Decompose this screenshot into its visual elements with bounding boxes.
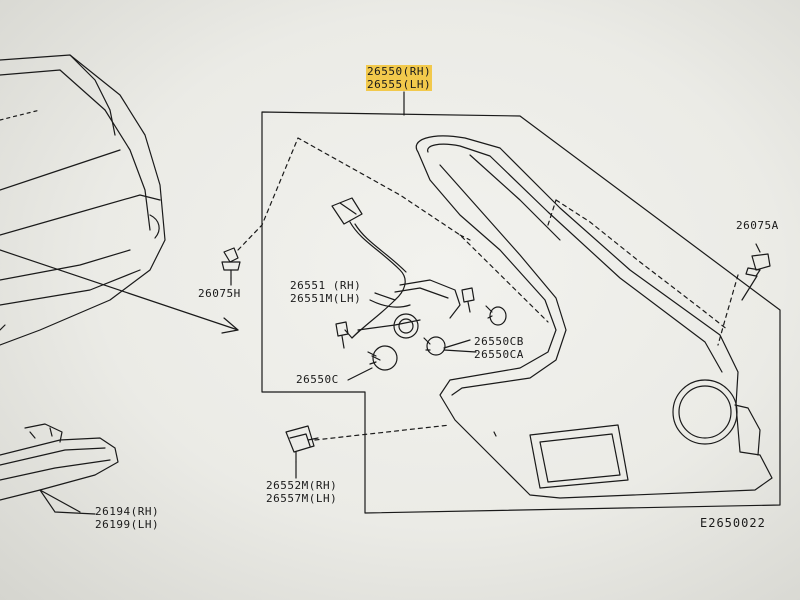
rear-fog-lamp bbox=[0, 423, 119, 515]
lamp-lh-label: 26555(LH) bbox=[366, 78, 433, 91]
leader-lines bbox=[237, 137, 739, 441]
pointer-arrow bbox=[0, 249, 239, 334]
body-hidden-lines bbox=[0, 109, 41, 121]
reference-code: E2650022 bbox=[700, 516, 766, 530]
socket-26552M bbox=[285, 425, 319, 463]
lamp-lh-number: 26555(LH) bbox=[366, 78, 433, 91]
lamp-rh-label: 26550(RH) bbox=[366, 65, 433, 78]
bulb-26550CA bbox=[423, 336, 446, 356]
clip-26075A bbox=[745, 243, 771, 277]
label-leaders bbox=[39, 91, 758, 513]
clip-left-label: 26075H bbox=[198, 287, 241, 300]
wiring-harness bbox=[331, 197, 461, 339]
fog-lh-label: 26199(LH) bbox=[95, 518, 160, 531]
harness-socket bbox=[393, 313, 419, 339]
kit-outline bbox=[261, 111, 781, 514]
lamp-rh-number: 26550(RH) bbox=[366, 65, 433, 78]
bulb-ca-label: 26550CA bbox=[474, 348, 524, 361]
clip-right-label: 26075A bbox=[736, 219, 779, 232]
harness-lh-label: 26551M(LH) bbox=[290, 292, 362, 305]
bulb-26550C bbox=[367, 345, 398, 371]
bulb-c-label: 26550C bbox=[296, 373, 339, 386]
car-rear-body bbox=[0, 54, 166, 346]
fog-rh-label: 26194(RH) bbox=[95, 505, 160, 518]
bulb-26550CB bbox=[485, 305, 507, 326]
socket-lh-label: 26557M(LH) bbox=[266, 492, 338, 505]
tail-lamp-housing bbox=[415, 135, 773, 499]
socket-rh-label: 26552M(RH) bbox=[266, 479, 338, 492]
bulb-cb-label: 26550CB bbox=[474, 335, 524, 348]
screw bbox=[335, 287, 475, 349]
harness-rh-label: 26551 (RH) bbox=[290, 279, 362, 292]
clip-26075H bbox=[221, 247, 241, 279]
